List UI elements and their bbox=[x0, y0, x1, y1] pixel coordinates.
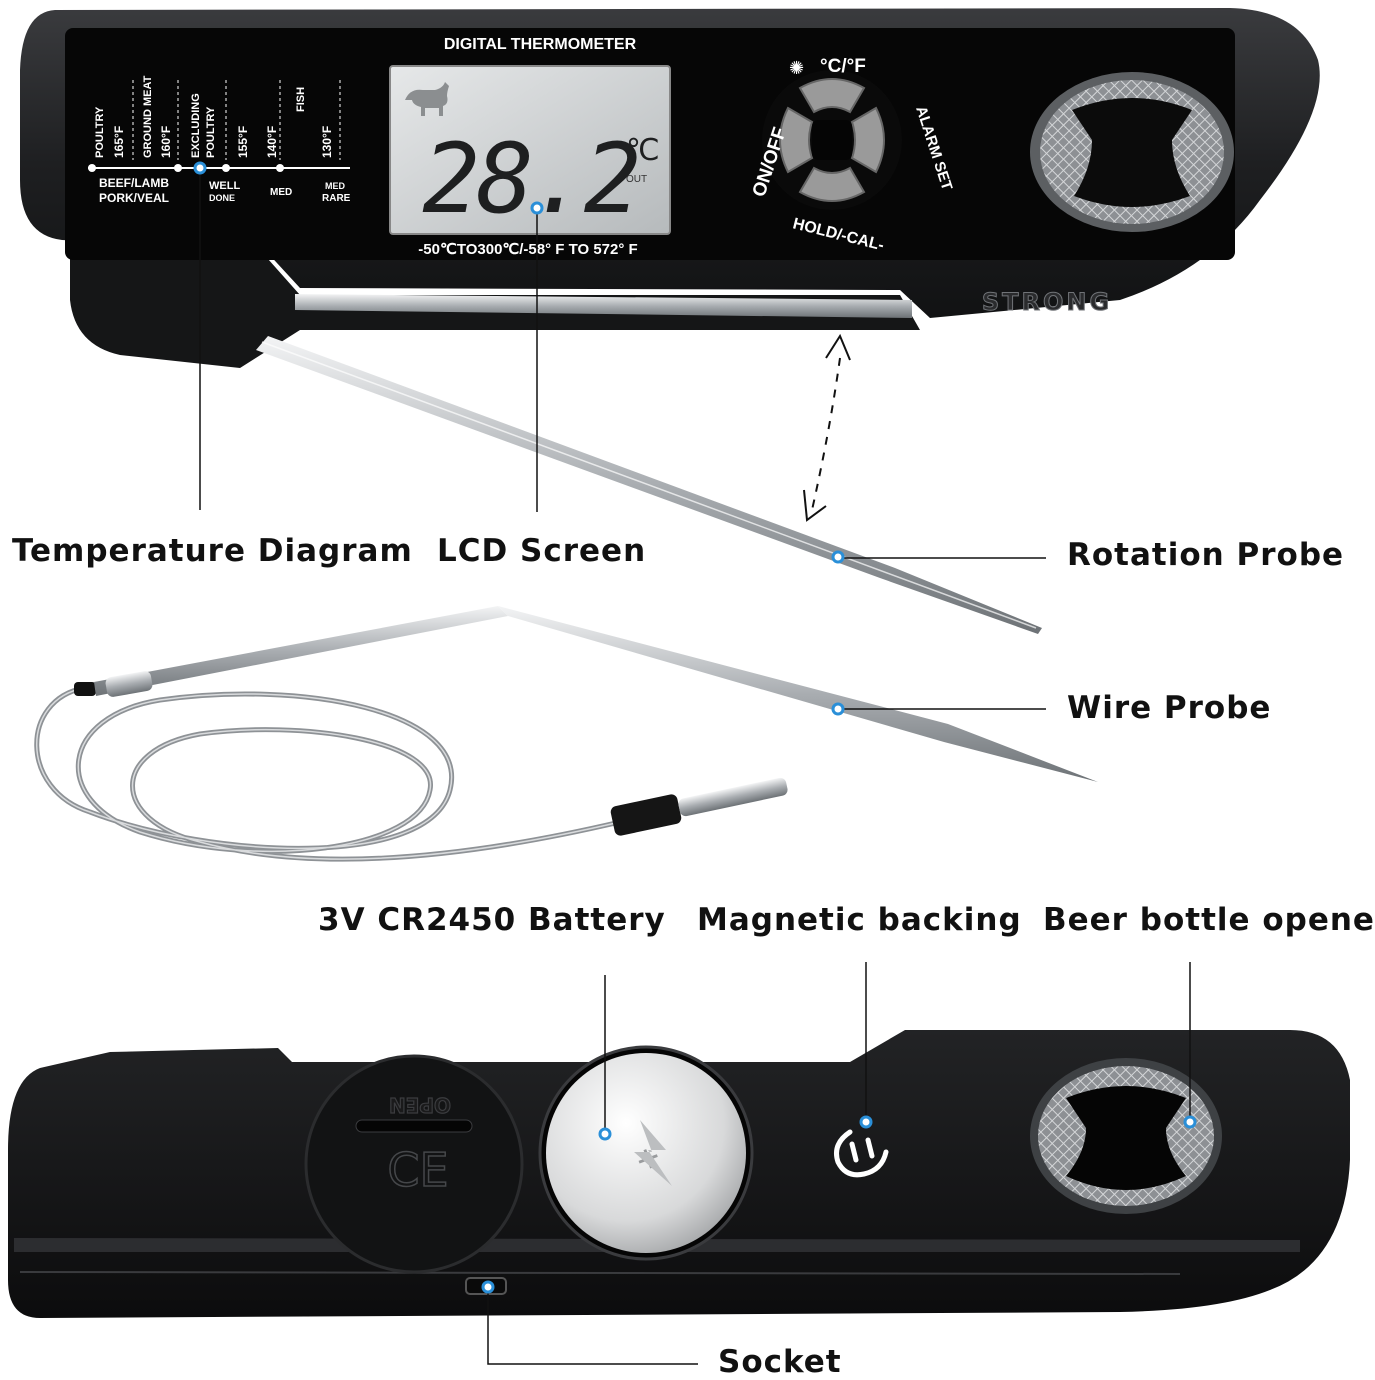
unit-label: °C/°F bbox=[820, 56, 866, 77]
diagram-tick bbox=[222, 164, 230, 172]
diagram-tick bbox=[276, 164, 284, 172]
brand-logo: STRONG bbox=[982, 288, 1112, 316]
diagram-label: DONE bbox=[209, 193, 235, 203]
opener-hole bbox=[1072, 98, 1192, 207]
ce-mark: CE bbox=[387, 1143, 448, 1197]
lcd-out-label: OUT bbox=[626, 174, 647, 185]
dot-rotation-probe bbox=[831, 550, 845, 564]
rotation-arrow bbox=[803, 333, 851, 522]
diagram-label: WELL bbox=[209, 180, 240, 192]
callout-temperature-diagram: Temperature Diagram bbox=[12, 533, 413, 569]
diagram-label: FISH bbox=[295, 87, 307, 112]
callout-rotation-probe: Rotation Probe bbox=[1067, 537, 1345, 573]
wire-probe-collar bbox=[105, 671, 153, 697]
diagram-label: MED bbox=[270, 187, 292, 198]
dot-socket bbox=[481, 1280, 495, 1294]
hold-cal-button[interactable] bbox=[798, 166, 866, 202]
diagram-label: RARE bbox=[322, 193, 351, 204]
leader-socket bbox=[487, 1288, 698, 1365]
arrow-head-bottom bbox=[803, 489, 827, 522]
diagram-label: EXCLUDING bbox=[190, 93, 202, 158]
callout-wire-probe: Wire Probe bbox=[1067, 690, 1272, 726]
probe-rod-folded bbox=[295, 294, 912, 318]
diagram-tick bbox=[174, 164, 182, 172]
dot-temperature-diagram bbox=[193, 161, 207, 175]
lcd-frame bbox=[389, 65, 671, 235]
callout-magnetic-backing: Magnetic backing bbox=[697, 902, 1022, 938]
device-header: DIGITAL THERMOMETER bbox=[444, 36, 637, 53]
diagram-tick bbox=[88, 164, 96, 172]
arrow-dashed bbox=[811, 357, 841, 511]
wire-coil-shine bbox=[36, 687, 621, 860]
callout-battery: 3V CR2450 Battery bbox=[318, 902, 666, 938]
diagram-label: POULTRY bbox=[94, 106, 106, 158]
battery-cover[interactable] bbox=[304, 1054, 524, 1274]
wire-probe-shaft-front bbox=[498, 606, 1098, 782]
diagram-label: GROUND MEAT bbox=[142, 75, 154, 158]
jack-plug-body bbox=[610, 794, 682, 836]
temp-unit-button[interactable] bbox=[798, 78, 866, 114]
callout-bottle-opener: Beer bottle opener bbox=[1043, 902, 1375, 938]
cover-slot bbox=[355, 1119, 473, 1133]
diagram-label: POULTRY bbox=[205, 106, 217, 158]
magnet-icon bbox=[834, 1129, 889, 1178]
lightning-icon bbox=[634, 1120, 672, 1186]
diagram-label: MED bbox=[325, 181, 346, 191]
light-icon: ✺ bbox=[789, 58, 804, 78]
wire-probe-handle bbox=[74, 682, 96, 696]
bottle-opener-front bbox=[1030, 72, 1234, 232]
arrow-head-top bbox=[825, 333, 851, 361]
lcd-unit: ℃ bbox=[626, 133, 660, 168]
dot-opener bbox=[1183, 1115, 1197, 1129]
back-lower-edge bbox=[19, 1271, 1181, 1275]
thermometer-front: DIGITAL THERMOMETER POULTRY 165°F GROUND… bbox=[20, 8, 1320, 368]
alarm-button[interactable] bbox=[850, 106, 885, 174]
opener-back-hole bbox=[1066, 1086, 1186, 1190]
thermometer-back: OPEN CE + bbox=[8, 1030, 1350, 1318]
jack-plug-tip bbox=[678, 777, 788, 817]
diagram-label: 140°F bbox=[265, 126, 279, 158]
diagram-label: 160°F bbox=[159, 126, 173, 158]
cover-open-text: OPEN bbox=[389, 1093, 451, 1117]
callout-socket: Socket bbox=[718, 1344, 842, 1380]
bottle-opener-back bbox=[1030, 1058, 1222, 1214]
range-text: -50℃TO300℃/-58° F TO 572° F bbox=[418, 241, 637, 258]
callout-lcd-screen: LCD Screen bbox=[437, 533, 647, 569]
lcd-screen: 28.2 ℃ OUT bbox=[389, 65, 671, 235]
leader-lines bbox=[199, 168, 1191, 1365]
dot-wire-probe bbox=[831, 702, 845, 716]
diagram-label: 155°F bbox=[236, 126, 250, 158]
dot-magnetic bbox=[859, 1115, 873, 1129]
diagram-label: 130°F bbox=[320, 126, 334, 158]
lcd-reading: 28.2 bbox=[422, 123, 637, 235]
diagram-label: PORK/VEAL bbox=[99, 191, 169, 205]
probe-highlight bbox=[261, 341, 1037, 629]
temperature-diagram: POULTRY 165°F GROUND MEAT 160°F EXCLUDIN… bbox=[88, 75, 351, 205]
wire-probe-shaft-back bbox=[94, 606, 508, 696]
diagram-label: BEEF/LAMB bbox=[99, 176, 169, 190]
wire-coil bbox=[34, 685, 621, 862]
wire-probe bbox=[34, 606, 1098, 862]
control-center bbox=[812, 120, 852, 160]
cow-icon bbox=[405, 82, 449, 116]
rotation-probe bbox=[256, 294, 1042, 634]
leader-dots bbox=[193, 161, 1197, 1294]
power-button[interactable] bbox=[779, 106, 814, 174]
dot-lcd-screen bbox=[530, 201, 544, 215]
dot-battery bbox=[598, 1127, 612, 1141]
diagram-label: 165°F bbox=[112, 126, 126, 158]
